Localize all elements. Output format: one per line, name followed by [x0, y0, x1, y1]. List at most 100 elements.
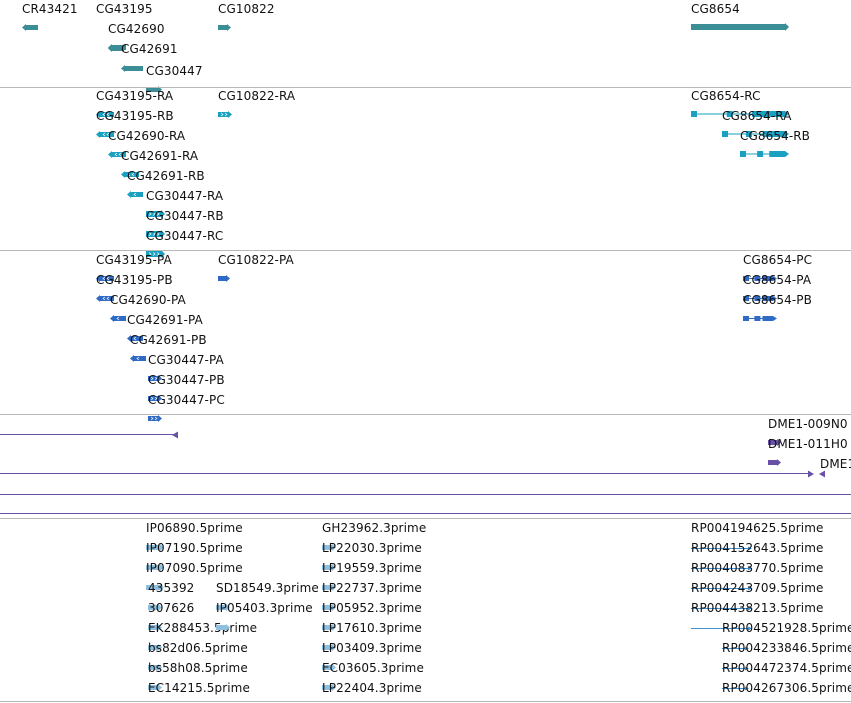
- gene-feature-label[interactable]: CG42690: [108, 22, 165, 36]
- est-feature-glyph[interactable]: [322, 596, 338, 611]
- rnaseq-alignment-line[interactable]: [0, 513, 851, 514]
- est-feature-glyph[interactable]: [722, 676, 754, 691]
- mrna-feature-glyph[interactable]: [96, 103, 116, 118]
- mrna-feature-label[interactable]: CG8654-RC: [691, 89, 761, 103]
- cds-feature-glyph[interactable]: [96, 287, 116, 302]
- mrna-feature-glyph[interactable]: [146, 223, 167, 238]
- rnaseq-feature-label[interactable]: DME1-011H0: [768, 437, 848, 451]
- mrna-feature-label[interactable]: CG42691-RB: [127, 169, 205, 183]
- est-feature-glyph[interactable]: [691, 616, 757, 631]
- rnaseq-feature-label[interactable]: DME1: [820, 457, 851, 471]
- est-feature-label[interactable]: GH23962.3prime: [322, 521, 427, 535]
- cds-feature-glyph[interactable]: [96, 267, 116, 282]
- mrna-feature-label[interactable]: CG30447-RC: [146, 229, 224, 243]
- mrna-feature-label[interactable]: CG30447-RB: [146, 209, 224, 223]
- gene-feature-glyph[interactable]: [22, 16, 40, 31]
- gene-feature-label[interactable]: CR43421: [22, 2, 78, 16]
- est-feature-glyph[interactable]: [148, 636, 164, 651]
- mrna-feature-glyph[interactable]: [218, 103, 234, 118]
- est-feature-label[interactable]: RP004243709.5prime: [691, 581, 824, 595]
- mrna-feature-label[interactable]: CG42691-RA: [121, 149, 199, 163]
- gene-feature-glyph[interactable]: [108, 37, 126, 52]
- est-feature-label[interactable]: RP004267306.5prime: [722, 681, 851, 695]
- est-feature-label[interactable]: IP05403.3prime: [216, 601, 313, 615]
- est-feature-label[interactable]: LP22404.3prime: [322, 681, 422, 695]
- mrna-feature-glyph[interactable]: [740, 143, 791, 157]
- est-feature-label[interactable]: bs82d06.5prime: [148, 641, 248, 655]
- cds-feature-label[interactable]: CG10822-PA: [218, 253, 294, 267]
- mrna-feature-glyph[interactable]: [146, 203, 167, 218]
- rnaseq-alignment-line[interactable]: [0, 473, 812, 474]
- mrna-feature-glyph[interactable]: [146, 243, 167, 258]
- est-feature-glyph[interactable]: [216, 596, 232, 611]
- gene-feature-glyph[interactable]: [146, 78, 164, 93]
- cds-feature-label[interactable]: CG8654-PA: [743, 273, 812, 287]
- est-feature-glyph[interactable]: [322, 576, 338, 591]
- mrna-feature-glyph[interactable]: [108, 143, 128, 158]
- rnaseq-alignment-line[interactable]: [0, 434, 176, 435]
- est-feature-glyph[interactable]: [148, 676, 164, 691]
- est-feature-label[interactable]: EC03605.3prime: [322, 661, 424, 675]
- gene-feature-label[interactable]: CG30447: [146, 64, 203, 78]
- est-feature-glyph[interactable]: [691, 536, 757, 551]
- gene-feature-glyph[interactable]: [691, 16, 791, 31]
- cds-feature-glyph[interactable]: [148, 387, 164, 402]
- est-feature-glyph[interactable]: [216, 616, 232, 631]
- mrna-feature-label[interactable]: CG43195-RA: [96, 89, 174, 103]
- cds-feature-label[interactable]: CG30447-PC: [148, 393, 225, 407]
- gene-feature-label[interactable]: CG10822: [218, 2, 275, 16]
- est-feature-label[interactable]: EK288453.5prime: [148, 621, 258, 635]
- est-feature-label[interactable]: SD18549.3prime: [216, 581, 319, 595]
- est-feature-label[interactable]: LP22030.3prime: [322, 541, 422, 555]
- est-feature-label[interactable]: LP17610.3prime: [322, 621, 422, 635]
- mrna-feature-glyph[interactable]: [722, 123, 791, 137]
- est-feature-label[interactable]: LP05952.3prime: [322, 601, 422, 615]
- est-feature-label[interactable]: 307626: [148, 601, 195, 615]
- mrna-feature-label[interactable]: CG10822-RA: [218, 89, 296, 103]
- est-feature-glyph[interactable]: [322, 536, 338, 551]
- est-feature-glyph[interactable]: [722, 656, 754, 671]
- cds-feature-label[interactable]: CG8654-PB: [743, 293, 812, 307]
- est-feature-label[interactable]: LP19559.3prime: [322, 561, 422, 575]
- mrna-feature-label[interactable]: CG43195-RB: [96, 109, 174, 123]
- gene-feature-label[interactable]: CG43195: [96, 2, 153, 16]
- est-feature-label[interactable]: IP07190.5prime: [146, 541, 243, 555]
- est-feature-label[interactable]: IP06890.5prime: [146, 521, 243, 535]
- est-feature-glyph[interactable]: [148, 616, 164, 631]
- mrna-feature-glyph[interactable]: [127, 183, 145, 198]
- rnaseq-feature-label[interactable]: DME1-009N0: [768, 417, 848, 431]
- est-feature-label[interactable]: RP004152643.5prime: [691, 541, 824, 555]
- est-feature-glyph[interactable]: [691, 576, 757, 591]
- est-feature-label[interactable]: RP004438213.5prime: [691, 601, 824, 615]
- cds-feature-glyph[interactable]: [127, 327, 145, 342]
- est-feature-label[interactable]: RP004521928.5prime: [722, 621, 851, 635]
- cds-feature-glyph[interactable]: [110, 307, 128, 322]
- est-feature-glyph[interactable]: [691, 596, 757, 611]
- mrna-feature-label[interactable]: CG8654-RB: [740, 129, 811, 143]
- cds-feature-label[interactable]: CG42691-PB: [130, 333, 207, 347]
- est-feature-label[interactable]: RP004194625.5prime: [691, 521, 824, 535]
- est-feature-label[interactable]: LP22737.3prime: [322, 581, 422, 595]
- rnaseq-feature-glyph[interactable]: [768, 451, 783, 466]
- mrna-feature-glyph[interactable]: [121, 163, 141, 178]
- mrna-feature-glyph[interactable]: [691, 103, 791, 117]
- mrna-feature-label[interactable]: CG30447-RA: [146, 189, 224, 203]
- est-feature-label[interactable]: EC14215.5prime: [148, 681, 250, 695]
- cds-feature-glyph[interactable]: [743, 287, 779, 301]
- mrna-feature-label[interactable]: CG42690-RA: [108, 129, 186, 143]
- est-feature-glyph[interactable]: [146, 536, 166, 551]
- cds-feature-label[interactable]: CG42691-PA: [127, 313, 203, 327]
- est-feature-label[interactable]: RP004083770.5prime: [691, 561, 824, 575]
- est-feature-label[interactable]: 435392: [148, 581, 195, 595]
- cds-feature-label[interactable]: CG30447-PA: [148, 353, 224, 367]
- cds-feature-label[interactable]: CG43195-PA: [96, 253, 172, 267]
- est-feature-glyph[interactable]: [322, 616, 338, 631]
- cds-feature-glyph[interactable]: [743, 307, 779, 321]
- cds-feature-label[interactable]: CG8654-PC: [743, 253, 813, 267]
- est-feature-label[interactable]: IP07090.5prime: [146, 561, 243, 575]
- est-feature-label[interactable]: LP03409.3prime: [322, 641, 422, 655]
- est-feature-glyph[interactable]: [148, 596, 164, 611]
- cds-feature-label[interactable]: CG42690-PA: [110, 293, 186, 307]
- est-feature-glyph[interactable]: [322, 656, 338, 671]
- est-feature-label[interactable]: RP004472374.5prime: [722, 661, 851, 675]
